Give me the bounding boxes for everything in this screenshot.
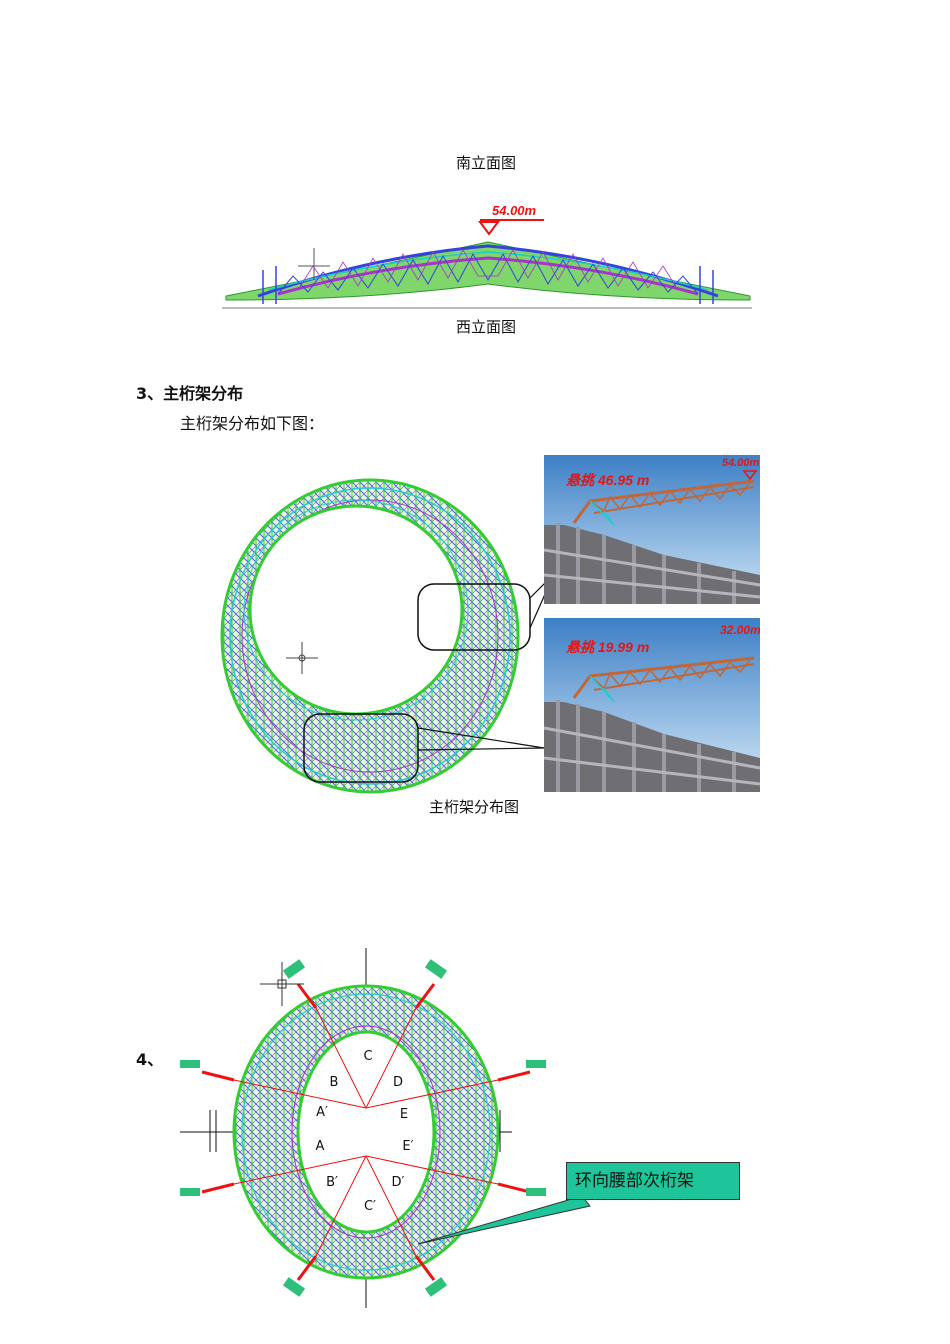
zone-label-d-prime: D′ <box>392 1175 405 1190</box>
zone-label-b-prime: B′ <box>326 1175 338 1190</box>
zone-label-e-prime: E′ <box>402 1139 413 1154</box>
callout-connector-lines <box>417 727 545 751</box>
overhang-label-bottom: 悬挑 19.99 m <box>565 639 649 655</box>
west-elevation-drawing: 54.00m <box>218 196 758 314</box>
zone-plan-drawing: C B D A′ E A E′ B′ D′ C′ <box>176 944 736 1310</box>
main-truss-caption: 主桁架分布图 <box>428 798 519 816</box>
zone-label-e: E <box>400 1107 408 1122</box>
height-mark-label: 54.00m <box>492 203 537 218</box>
overhang-label-top: 悬挑 46.95 m <box>565 472 649 488</box>
section-3-intro: 主桁架分布如下图： <box>180 414 325 433</box>
section-4-heading: 4、 <box>136 1050 164 1069</box>
zone-label-c-prime: C′ <box>364 1199 376 1214</box>
zone-label-d: D <box>393 1075 403 1090</box>
section-3-heading: 3、主桁架分布 <box>136 384 244 403</box>
zone-label-c: C <box>363 1049 372 1064</box>
south-elevation-caption: 南立面图 <box>455 154 516 172</box>
overhang-rendering-top: 悬挑 46.95 m 54.00m <box>544 455 760 604</box>
zone-label-a: A <box>316 1139 325 1154</box>
zone-label-a-prime: A′ <box>316 1105 328 1120</box>
secondary-truss-callout: 环向腰部次桁架 <box>566 1162 740 1200</box>
overhang-rendering-bottom: 悬挑 19.99 m 32.00m <box>544 618 760 792</box>
height-label-top: 54.00m <box>722 457 760 469</box>
west-elevation-caption: 西立面图 <box>455 318 516 336</box>
zone-label-b: B <box>330 1075 339 1090</box>
main-truss-plan-drawing <box>196 478 546 800</box>
height-label-bottom: 32.00m <box>720 623 760 637</box>
